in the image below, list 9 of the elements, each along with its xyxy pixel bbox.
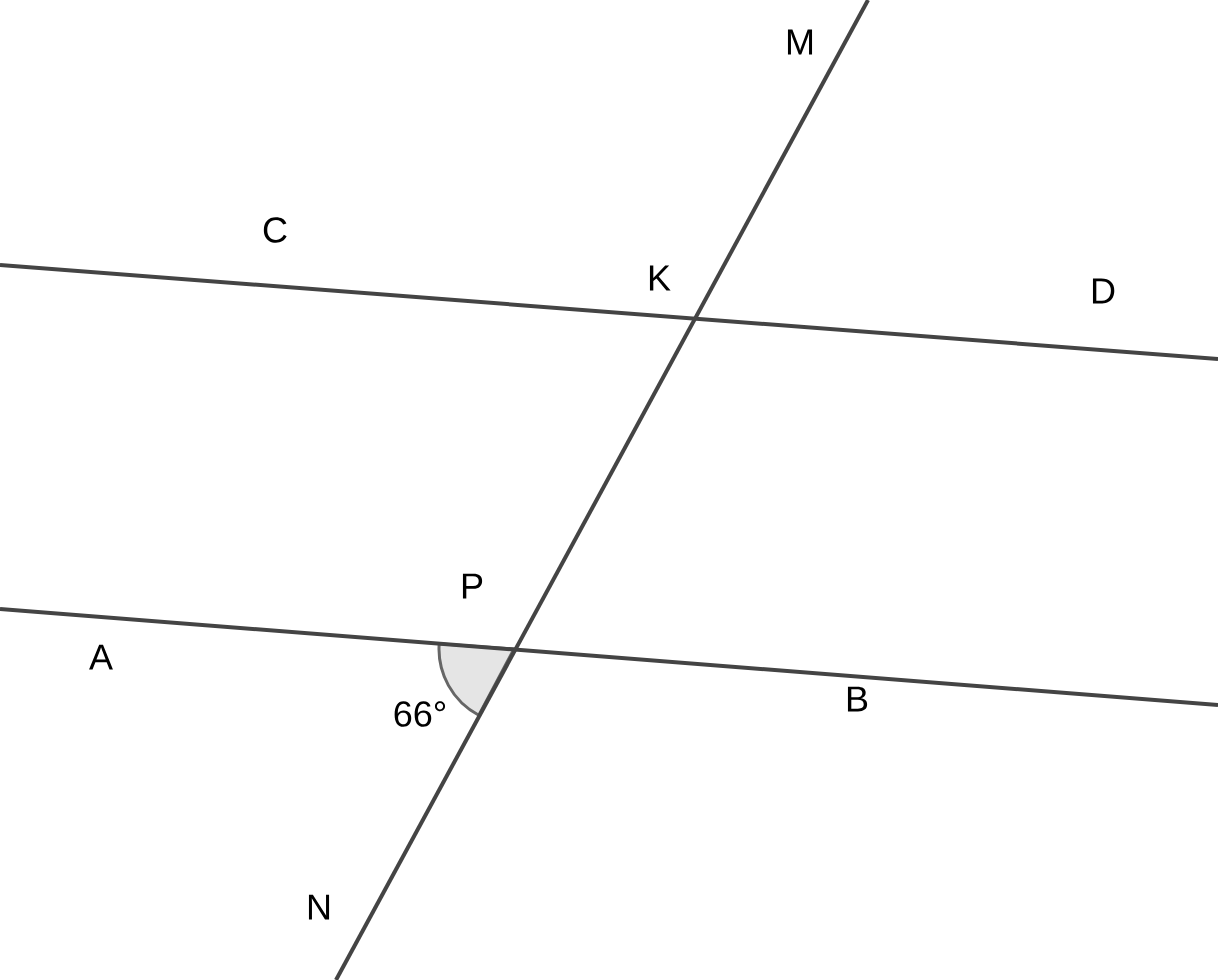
point-label: D [1092,278,1115,304]
point-label: K [649,265,671,291]
point-label: A [89,644,113,670]
point-label: M [787,29,813,55]
point-label: N [308,894,330,920]
point-label: C [263,217,287,243]
angle-label: 66° [394,701,446,727]
point-label: P [462,573,483,599]
point-label: B [847,686,868,712]
